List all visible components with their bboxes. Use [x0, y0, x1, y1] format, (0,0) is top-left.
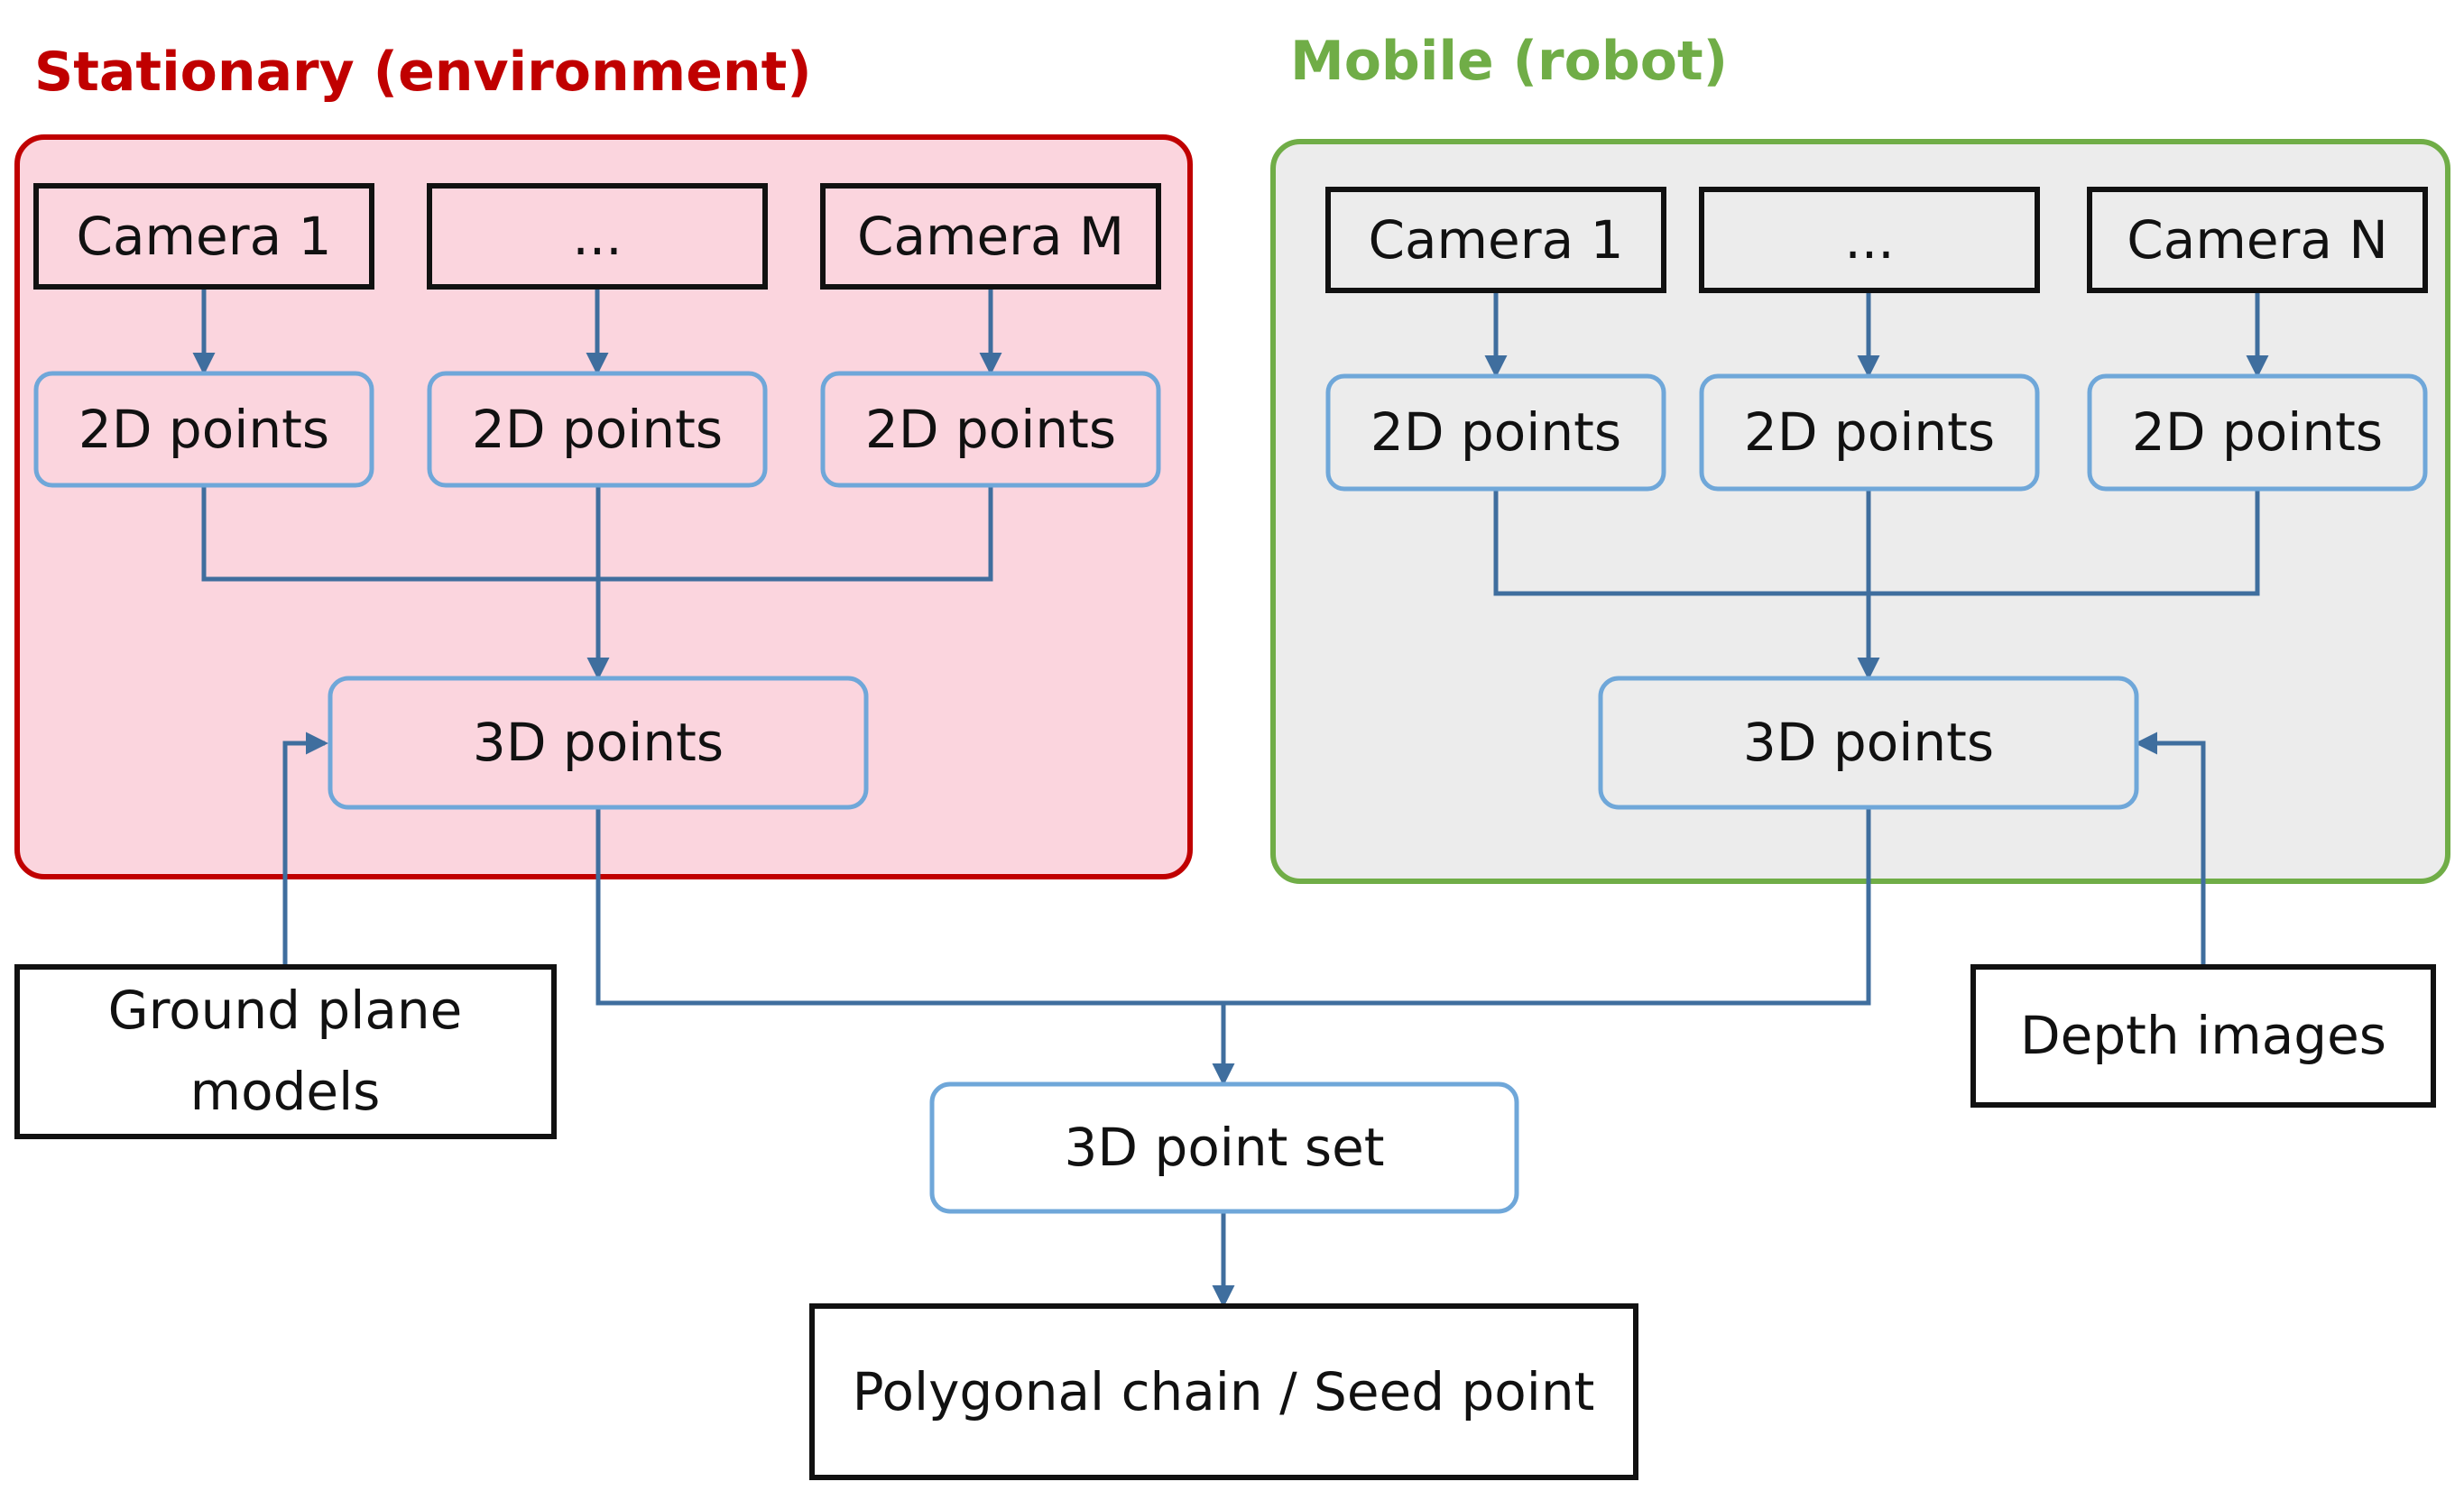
depth-images-box: Depth images	[1970, 964, 2436, 1108]
mo-2d-points-box-1: 2D points	[1325, 373, 1666, 492]
polygonal-chain-box: Polygonal chain / Seed point	[809, 1303, 1638, 1480]
st-camera-dots-label: ...	[572, 206, 622, 267]
mo-2d-merge-line	[1493, 489, 2260, 596]
st-2d-points-label-2: 2D points	[472, 399, 723, 460]
st-2d-points-label-1: 2D points	[78, 399, 329, 460]
mobile-group-title: Mobile (robot)	[1290, 30, 1728, 93]
st-camera-1-label: Camera 1	[77, 206, 332, 267]
mo-camera-dots-label: ...	[1844, 209, 1894, 271]
depth-to-mo-3d-arrow	[2134, 732, 2206, 967]
st-3d-points-box: 3D points	[328, 676, 869, 810]
mo-2d-points-box-2: 2D points	[1699, 373, 2040, 492]
st-2d-points-box-2: 2D points	[427, 371, 768, 488]
mo-camera-dots-box: ...	[1699, 187, 2040, 293]
ground-plane-label-line-2: models	[190, 1061, 381, 1122]
st-2d-points-label-3: 2D points	[865, 399, 1116, 460]
mobile-group-box	[1270, 139, 2450, 884]
st-3d-to-pointset-line	[595, 807, 1223, 1006]
ground-to-st-3d-arrow	[282, 732, 329, 967]
depth-images-label: Depth images	[2020, 1005, 2386, 1066]
ground-plane-label-line-1: Ground plane	[108, 980, 463, 1041]
point-set-label: 3D point set	[1065, 1117, 1385, 1178]
point-set-box: 3D point set	[929, 1081, 1519, 1214]
mo-2d-points-box-3: 2D points	[2087, 373, 2428, 492]
ground-plane-models-box: Ground plane models	[14, 964, 557, 1139]
st-camera-m-box: Camera M	[820, 183, 1161, 290]
mo-2d-points-label-3: 2D points	[2132, 401, 2383, 463]
mo-3d-points-box: 3D points	[1598, 676, 2139, 810]
mo-2d-points-label-1: 2D points	[1370, 401, 1621, 463]
mo-camera-1-label: Camera 1	[1369, 209, 1624, 271]
st-camera-dots-box: ...	[427, 183, 768, 290]
st-3d-points-label: 3D points	[473, 712, 724, 773]
mo-2d-points-label-2: 2D points	[1744, 401, 1995, 463]
stationary-group-box	[14, 134, 1193, 879]
st-2d-points-box-3: 2D points	[820, 371, 1161, 488]
mo-camera-n-box: Camera N	[2087, 187, 2428, 293]
mo-3d-to-pointset-line	[1223, 807, 1871, 1006]
st-2d-points-box-1: 2D points	[33, 371, 374, 488]
polygonal-chain-label: Polygonal chain / Seed point	[853, 1361, 1595, 1422]
mo-3d-points-label: 3D points	[1743, 712, 1994, 773]
st-camera-1-box: Camera 1	[33, 183, 374, 290]
stationary-group-title: Stationary (environment)	[34, 41, 812, 104]
mo-camera-n-label: Camera N	[2127, 209, 2387, 271]
mo-camera-1-box: Camera 1	[1325, 187, 1666, 293]
st-camera-m-label: Camera M	[857, 206, 1124, 267]
